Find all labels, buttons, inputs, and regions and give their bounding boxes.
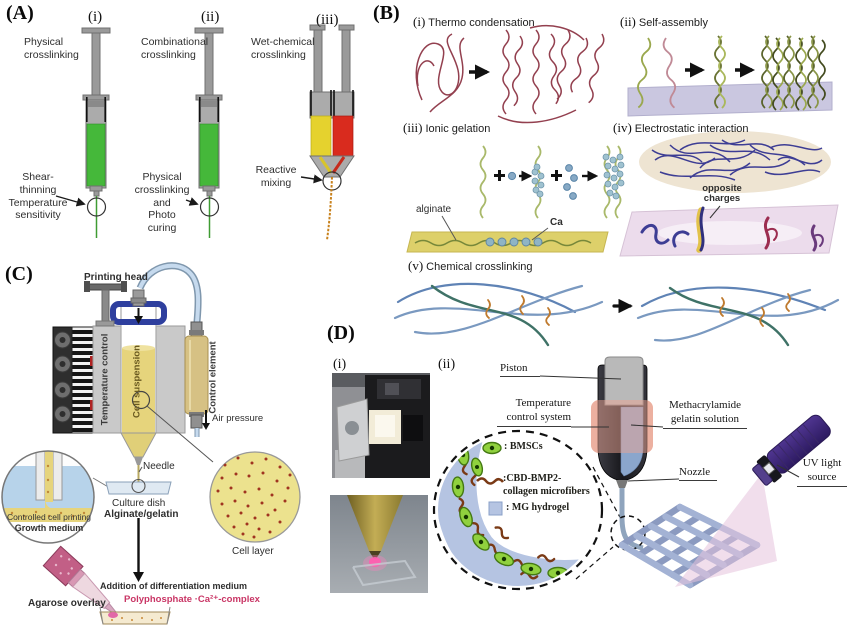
panel-c: (C) Printing head Temperature control Ce… [0, 260, 330, 627]
panel-b-letter: (B) [373, 2, 400, 24]
panel-b-numeral-i: (i) [413, 14, 426, 29]
panel-a: (A) (i) (ii) (iii) Physical crosslinking… [0, 0, 370, 260]
panel-d-numeral-ii: (ii) [438, 357, 456, 372]
panel-b-title-ii-text: Self-assembly [638, 17, 708, 29]
panel-b-title-iv-text: Electrostatic interaction [634, 123, 749, 135]
uv-beam [675, 473, 777, 587]
magnifier-link-top [592, 466, 623, 522]
differentiation-dish [99, 606, 171, 625]
air-tube [136, 262, 202, 323]
panel-b-numeral-v: (v) [408, 258, 424, 273]
growth-medium-label: Growth medium [14, 523, 84, 533]
nozzle-printing-photo [330, 495, 428, 593]
ca-label: Ca [550, 217, 563, 228]
cell-suspension-label: Cell suspension [131, 345, 143, 418]
panel-a-illustration [55, 24, 355, 241]
panel-b-title-ii: (ii)Self-assembly [620, 14, 708, 30]
panel-d-letter: (D) [327, 322, 355, 344]
agarose-syringe [42, 545, 118, 615]
needle-label: Needle [143, 461, 175, 472]
panel-a-type-ii: Combinational crosslinking [141, 36, 209, 61]
panel-b-title-i: (i)Thermo condensation [413, 14, 535, 30]
panel-a-note-iii: Reactive mixing [255, 164, 297, 189]
panel-a-numeral-ii: (ii) [201, 9, 220, 25]
air-pressure-label: Air pressure [212, 413, 264, 424]
panel-b-illustration [393, 24, 840, 347]
ionic-gelation-art [406, 145, 625, 253]
panel-b-title-iv: (iv)Electrostatic interaction [613, 120, 749, 136]
panel-d: (D) (i) (ii) Piston Temperature control … [325, 322, 850, 627]
panel-d-numeral-i: (i) [333, 357, 347, 372]
control-element-device [184, 321, 210, 437]
panel-a-letter: (A) [6, 2, 34, 24]
panel-c-illustration [1, 262, 301, 625]
piston-label: Piston [500, 361, 540, 378]
nozzle-label: Nozzle [679, 465, 717, 482]
bmsc-legend-icon [482, 441, 502, 455]
panel-b-title-iii: (iii)Ionic gelation [403, 120, 490, 136]
panel-b: (B) (i)Thermo condensation (ii)Self-asse… [370, 0, 850, 352]
bmscs-legend-label: : BMSCs [504, 441, 543, 452]
panel-a-type-i: Physical crosslinking [24, 36, 79, 61]
methacrylamide-label: Methacrylamide gelatin solution [663, 398, 747, 429]
panel-b-title-i-text: Thermo condensation [428, 17, 535, 29]
culture-dish-label: Culture dish [112, 498, 166, 509]
panel-b-title-v: (v)Chemical crosslinking [408, 258, 533, 274]
label-lines [539, 375, 800, 482]
temperature-control-label: Temperature control [99, 333, 111, 426]
chemical-crosslinking-art [393, 282, 840, 347]
syringe-wet-chemical [300, 24, 355, 241]
mg-hydrogel-legend-icon [488, 501, 503, 516]
cbd-legend-label: :CBD-BMP2- collagen microfibers [503, 473, 590, 497]
panel-c-letter: (C) [5, 263, 33, 285]
electrostatic-interaction-art [619, 131, 839, 257]
process-arrow [133, 518, 144, 582]
alginate-label: alginate [416, 204, 452, 215]
opposite-charges-label: opposite charges [702, 183, 742, 204]
controlled-cell-printing-label: Controlled cell printing [6, 512, 92, 522]
panel-a-numeral-i: (i) [88, 9, 103, 25]
bioprinter-photo [332, 373, 430, 478]
control-element-label: Control element [207, 341, 219, 414]
addition-medium-label: Addition of differentiation medium [100, 581, 247, 591]
panel-a-type-iii: Wet-chemical crosslinking [251, 36, 315, 61]
controlled-cell-printing-inset [1, 450, 95, 544]
self-assembly-art [627, 35, 833, 117]
agarose-overlay-label: Agarose overlay [28, 598, 106, 609]
microfiber-legend-icon [476, 477, 505, 485]
panel-d-illustration [330, 356, 831, 593]
panel-b-title-v-text: Chemical crosslinking [426, 261, 533, 273]
panel-a-numeral-iii: (iii) [316, 12, 339, 28]
dispensing-syringe [591, 356, 653, 551]
panel-b-title-iii-text: Ionic gelation [425, 123, 491, 135]
thermo-condensation-art [415, 24, 605, 124]
culture-dish-art [105, 466, 172, 495]
panel-b-numeral-ii: (ii) [620, 14, 636, 29]
temperature-control-system-label: Temperature control system [497, 396, 571, 427]
panel-a-note-ii: Physical crosslinking and Photo curing [134, 171, 190, 235]
panel-b-numeral-iii: (iii) [403, 120, 423, 135]
panel-b-numeral-iv: (iv) [613, 120, 632, 135]
cooling-unit [52, 326, 94, 434]
cell-layer-label: Cell layer [232, 546, 274, 557]
cell-layer-inset [209, 451, 301, 543]
syringe-combinational [185, 27, 224, 238]
magnifier-link-line [146, 405, 214, 463]
alginate-gelatin-label: Alginate/gelatin [104, 509, 179, 520]
syringe-physical [55, 27, 111, 238]
polyphosphate-label: Polyphosphate ·Ca²⁺-complex [124, 594, 260, 605]
magnifier-link-bottom [575, 546, 614, 580]
magnifier-marker [131, 390, 151, 410]
printing-head-body [92, 305, 186, 484]
printing-head-label: Printing head [84, 272, 148, 283]
uv-flashlight [752, 414, 831, 486]
hydrogel-magnified-view [432, 429, 623, 591]
uv-source-label: UV light source [797, 456, 847, 487]
panel-a-note-i: Shear-thinning Temperature sensitivity [8, 171, 68, 222]
clamp-and-screw [84, 281, 167, 327]
mg-legend-label: : MG hydrogel [506, 502, 570, 513]
